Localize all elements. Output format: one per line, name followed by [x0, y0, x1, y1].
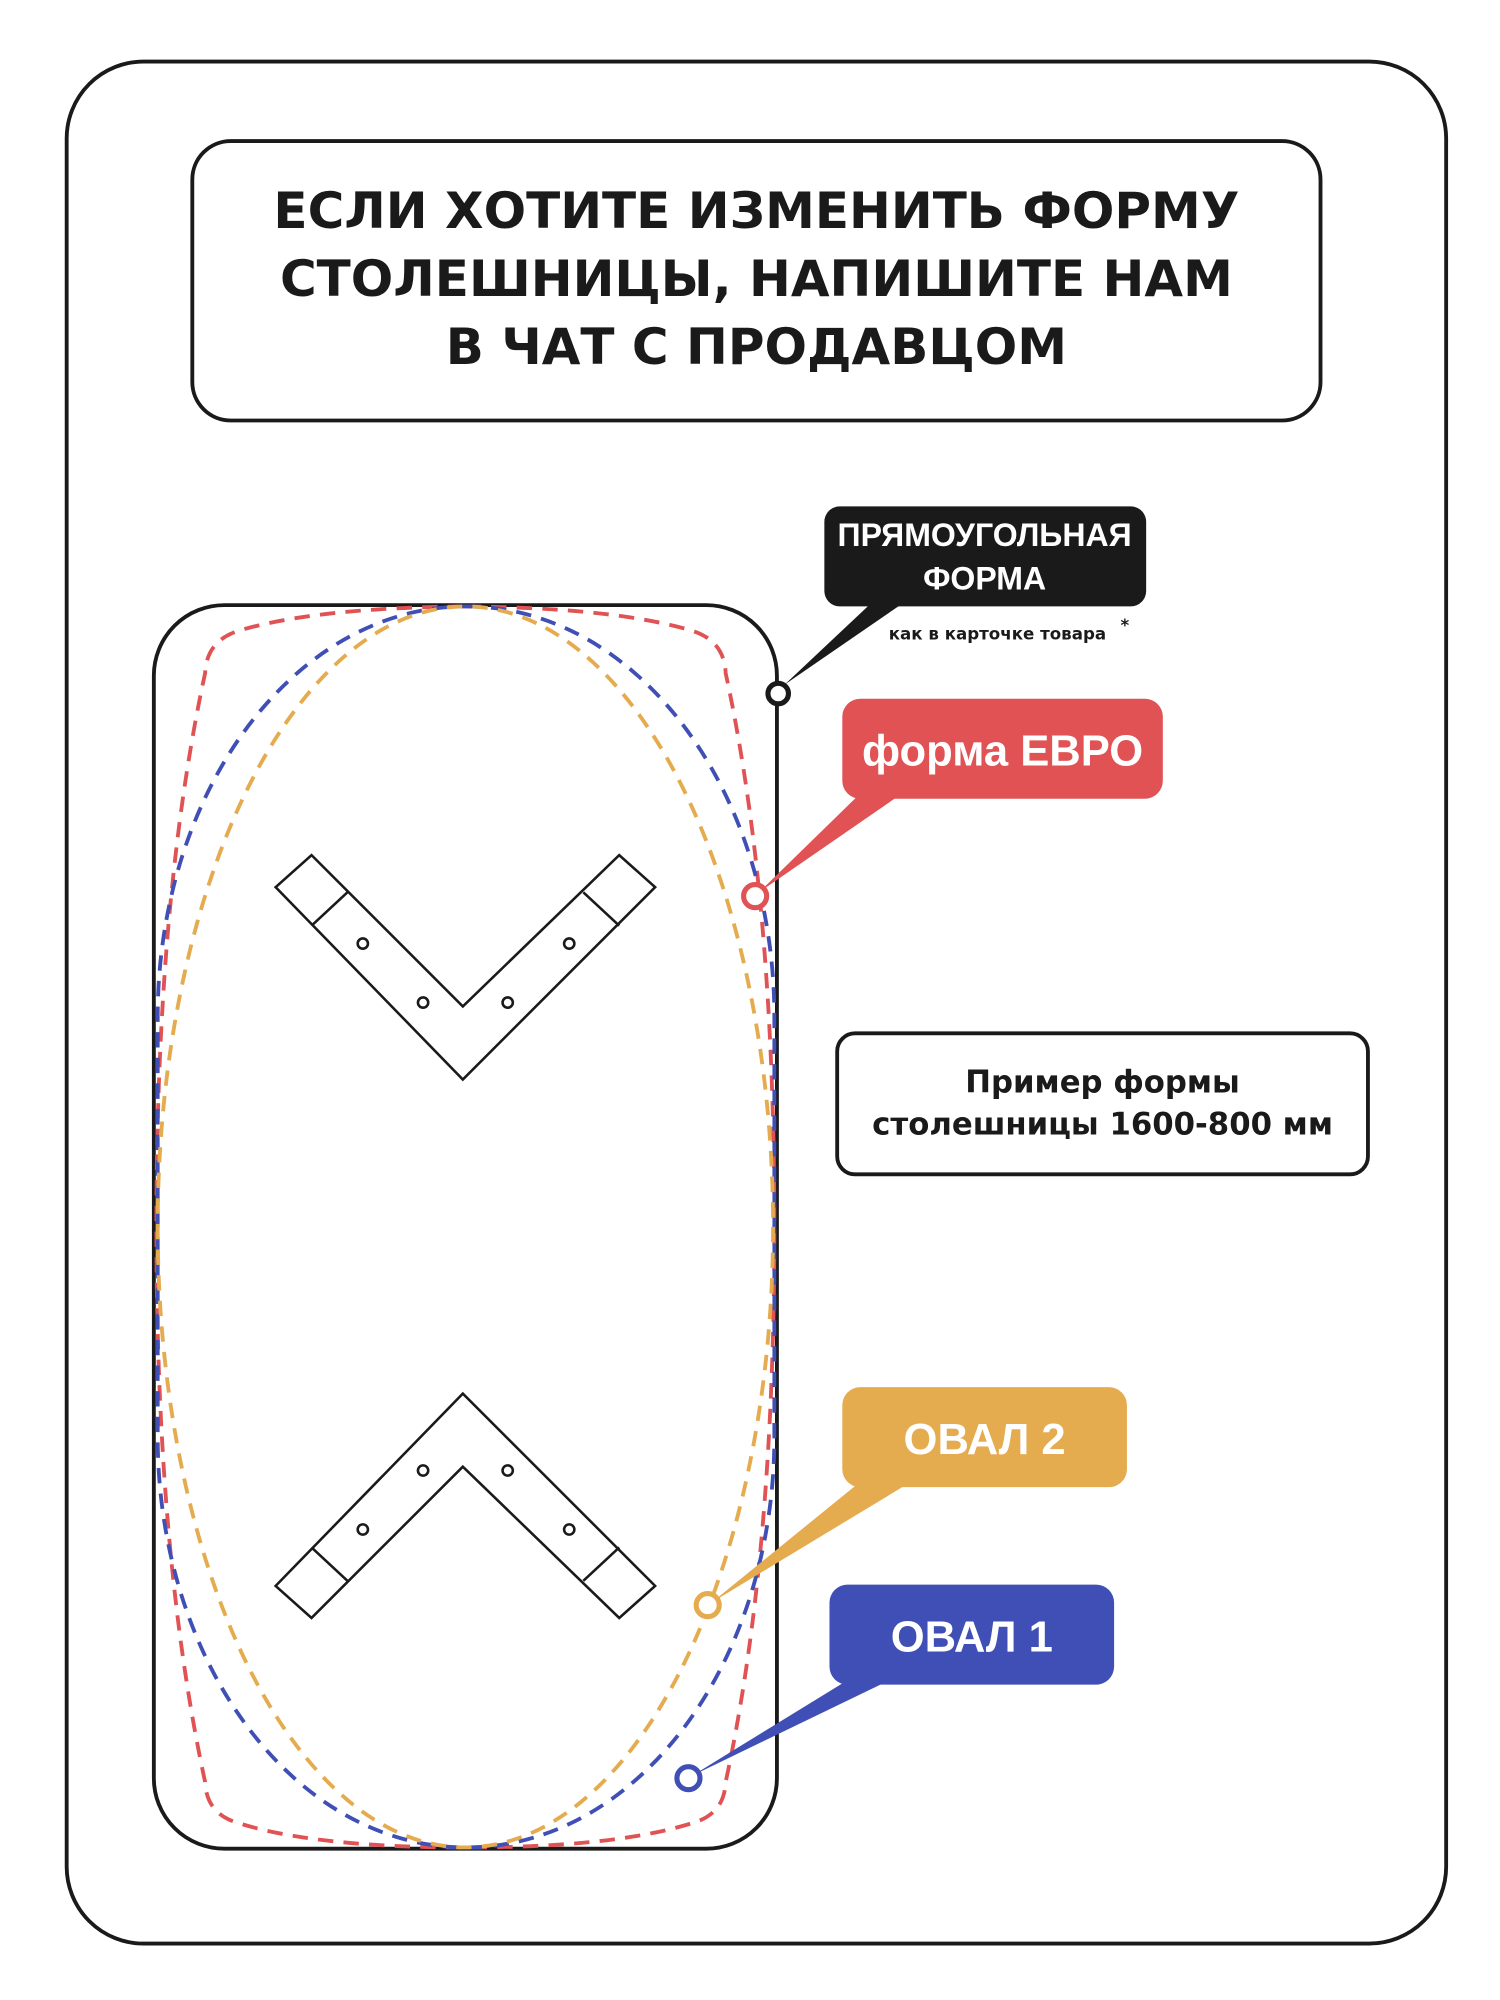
label-rectangular-line-1: ПРЯМОУГОЛЬНАЯ — [838, 517, 1132, 553]
label-oval-1-text: ОВАЛ 1 — [891, 1613, 1053, 1661]
info-box: Пример формы столешницы 1600-800 мм — [835, 1031, 1370, 1177]
label-rectangular-line-2: ФОРМА — [923, 561, 1046, 597]
oval-2-outline — [155, 604, 775, 1850]
label-rectangular-note-mark: * — [1121, 616, 1130, 635]
label-euro-text: форма ЕВРО — [862, 727, 1143, 775]
title-line-1: ЕСЛИ ХОТИТЕ ИЗМЕНИТЬ ФОРМУ — [273, 182, 1239, 240]
title-box: ЕСЛИ ХОТИТЕ ИЗМЕНИТЬ ФОРМУ СТОЛЕШНИЦЫ, Н… — [190, 139, 1323, 423]
title-line-3: В ЧАТ С ПРОДАВЦОМ — [446, 318, 1067, 376]
marker-euro — [741, 882, 770, 911]
leg-bracket-top — [273, 853, 657, 1082]
marker-rectangular — [765, 680, 792, 707]
page-frame — [64, 59, 1449, 1946]
info-line-1: Пример формы — [965, 1064, 1240, 1100]
label-oval-1: ОВАЛ 1 — [674, 1584, 1115, 1793]
label-oval-2-text: ОВАЛ 2 — [904, 1416, 1066, 1464]
leg-bracket-bottom — [273, 1391, 657, 1620]
label-rectangular: ПРЯМОУГОЛЬНАЯ ФОРМА как в карточке товар… — [765, 506, 1147, 707]
label-euro: форма ЕВРО — [741, 698, 1163, 911]
marker-oval-1 — [674, 1764, 703, 1793]
marker-oval-2 — [693, 1591, 722, 1620]
title-line-2: СТОЛЕШНИЦЫ, НАПИШИТЕ НАМ — [280, 250, 1233, 308]
oval-1-outline — [155, 604, 777, 1850]
info-line-2: столешницы 1600-800 мм — [872, 1107, 1333, 1143]
euro-shape-outline — [154, 604, 777, 1850]
label-oval-2: ОВАЛ 2 — [693, 1387, 1127, 1620]
label-rectangular-note: как в карточке товара — [889, 625, 1106, 644]
